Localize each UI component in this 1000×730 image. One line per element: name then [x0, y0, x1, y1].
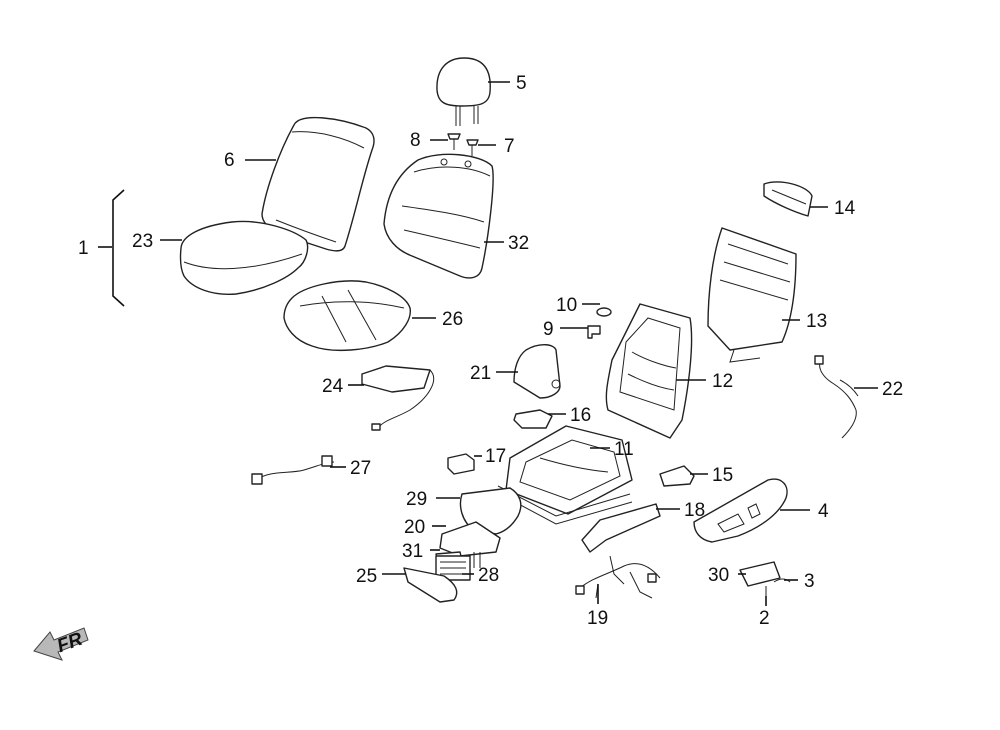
- callout-23: 23: [132, 231, 153, 252]
- callout-labels: 1 2 3 4 5 6 7 8 9 10 11 12 13 14 15 16 1…: [78, 73, 903, 629]
- part-wire-harness-left: [251, 455, 335, 485]
- callout-9: 9: [543, 319, 554, 340]
- callout-10: 10: [556, 295, 577, 316]
- callout-32: 32: [508, 233, 529, 254]
- part-headrest: [436, 57, 491, 126]
- part-rear-back-panel: [707, 227, 797, 363]
- part-clip-spring: [765, 578, 791, 598]
- callout-16: 16: [570, 405, 591, 426]
- callout-4: 4: [818, 501, 829, 522]
- callout-5: 5: [516, 73, 527, 94]
- group-bracket: [112, 189, 125, 307]
- callout-2: 2: [759, 608, 770, 629]
- callout-6: 6: [224, 150, 235, 171]
- part-outer-trim: [581, 503, 661, 553]
- callout-24: 24: [322, 376, 344, 397]
- callout-27: 27: [350, 458, 371, 479]
- part-seat-cover: [283, 280, 411, 351]
- part-backrest-cover: [383, 153, 494, 279]
- part-bracket-16: [513, 409, 553, 429]
- callout-7: 7: [504, 136, 515, 157]
- part-seat-harness: [575, 555, 661, 599]
- part-backrest-frame: [605, 303, 693, 439]
- callout-26: 26: [442, 309, 463, 330]
- callout-15: 15: [712, 465, 733, 486]
- part-lower-trim: [403, 567, 458, 603]
- callout-31: 31: [402, 541, 423, 562]
- part-seat-cushion: [179, 220, 309, 295]
- callout-17: 17: [485, 446, 506, 467]
- callout-19: 19: [587, 608, 608, 629]
- callout-30: 30: [708, 565, 729, 586]
- part-small-clips: [587, 307, 612, 339]
- callout-14: 14: [834, 198, 856, 219]
- callout-3: 3: [804, 571, 815, 592]
- callout-18: 18: [684, 500, 705, 521]
- part-bracket-20: [439, 521, 501, 557]
- callout-1: 1: [78, 238, 89, 259]
- part-outer-side-shield: [693, 478, 788, 543]
- part-back-grille: [763, 181, 813, 217]
- part-switch-17: [447, 453, 475, 475]
- callout-25: 25: [356, 566, 377, 587]
- callout-13: 13: [806, 311, 827, 332]
- callout-20: 20: [404, 517, 425, 538]
- callout-8: 8: [410, 130, 421, 151]
- callout-11: 11: [614, 439, 634, 460]
- part-backrest-cushion: [261, 116, 375, 252]
- front-direction-arrow: FR: [33, 627, 89, 661]
- part-wire-harness-right: [814, 355, 859, 439]
- callout-29: 29: [406, 489, 427, 510]
- part-bracket-15: [659, 465, 695, 487]
- callout-22: 22: [882, 379, 903, 400]
- part-side-shield: [513, 344, 561, 399]
- part-headrest-guides: [447, 133, 479, 156]
- part-module-30: [739, 561, 781, 587]
- callout-21: 21: [470, 363, 491, 384]
- callout-12: 12: [712, 371, 733, 392]
- leader-lines: [98, 81, 878, 606]
- callout-28: 28: [478, 565, 499, 586]
- part-heater-mat: [361, 365, 435, 431]
